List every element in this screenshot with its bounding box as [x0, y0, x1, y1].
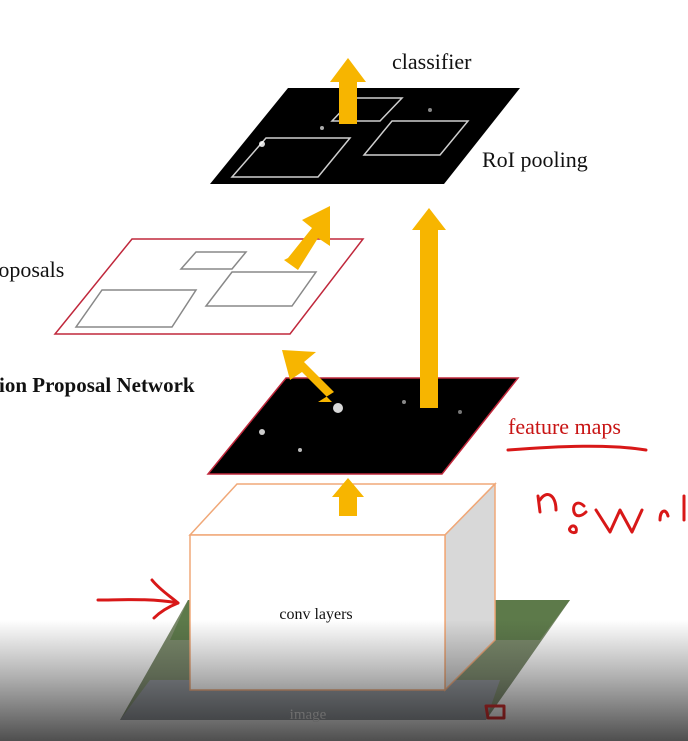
- arrow-head-stroke: [150, 578, 180, 620]
- underline-stroke: [506, 444, 648, 452]
- roi-pooling-plane: [210, 88, 520, 184]
- arrow-to-classifier: [330, 58, 366, 124]
- arrow-feature-to-roi: [412, 208, 446, 408]
- arrow-conv-to-feature: [332, 478, 364, 516]
- roi-pooling-label: RoI pooling: [482, 147, 588, 172]
- handwritten-ncwh: [536, 493, 686, 534]
- image-label: image: [290, 707, 327, 723]
- feature-maps-label: feature maps: [508, 414, 621, 439]
- feature-maps-plane: [206, 377, 520, 475]
- classifier-label: classifier: [392, 49, 472, 74]
- arrow-stroke: [96, 598, 180, 605]
- proposals-plane: [53, 238, 365, 335]
- proposals-label: proposals: [0, 257, 64, 282]
- conv-layers-label: conv layers: [279, 606, 352, 623]
- arrow-feature-to-proposals: [282, 350, 334, 402]
- rpn-label: Region Proposal Network: [0, 373, 195, 397]
- arrow-proposals-to-roi: [284, 206, 330, 270]
